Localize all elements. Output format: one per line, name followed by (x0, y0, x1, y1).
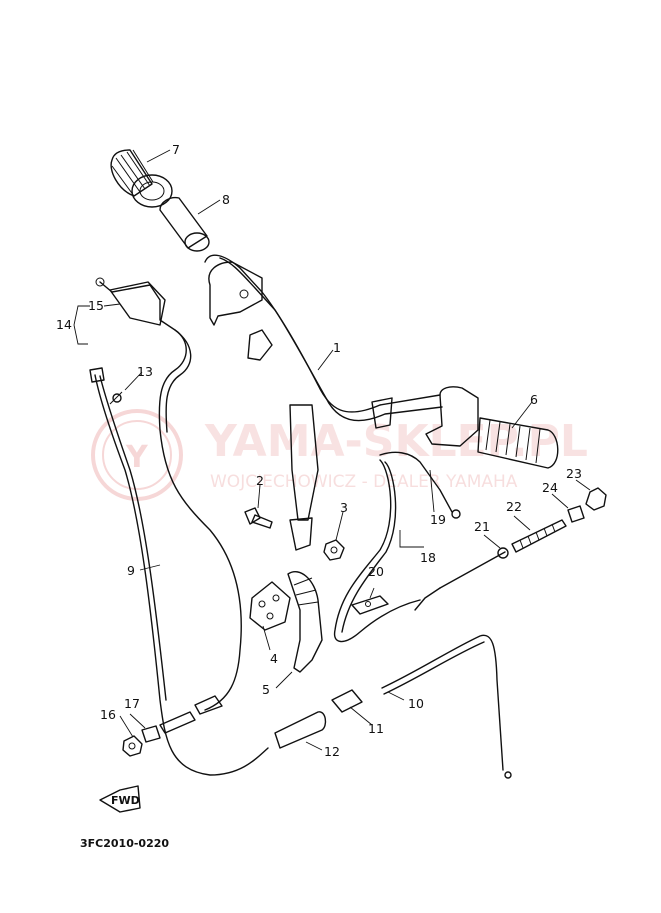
watermark: Y YAMA-SKLEP.PL WOJCIECHOWICZ - DEALER Y… (91, 409, 588, 501)
throttle-assembly-parts (414, 487, 607, 611)
watermark-dealer: WOJCIECHOWICZ - DEALER YAMAHA (210, 472, 518, 492)
callout-8: 8 (222, 192, 230, 207)
lower-cable-parts (274, 634, 512, 779)
right-grip-part (425, 386, 559, 469)
callout-11: 11 (368, 721, 384, 736)
handlebar-part (204, 254, 443, 551)
callout-23: 23 (566, 466, 582, 481)
watermark-brand: YAMA-SKLEP.PL (204, 416, 588, 467)
callout-20: 20 (368, 564, 384, 579)
throttle-cable-part (333, 451, 461, 643)
callout-9: 9 (127, 563, 135, 578)
callout-22: 22 (506, 499, 522, 514)
callout-leaders (73, 149, 591, 751)
callout-16: 16 (100, 707, 116, 722)
callout-5: 5 (262, 682, 270, 697)
bracket-parts (249, 571, 323, 673)
callout-1: 1 (333, 340, 341, 355)
callout-21: 21 (474, 519, 490, 534)
callout-10: 10 (408, 696, 424, 711)
callout-4: 4 (270, 651, 278, 666)
adjuster-nut-parts (122, 725, 161, 757)
callout-7: 7 (172, 142, 180, 157)
callout-17: 17 (124, 696, 140, 711)
callout-24: 24 (542, 480, 558, 495)
callout-15: 15 (88, 298, 104, 313)
throttle-grip-tube-part (159, 196, 210, 252)
forward-direction-tag: FWD (99, 785, 141, 813)
bolt-parts (244, 507, 345, 561)
callout-labels: 1 2 3 4 5 6 7 8 9 10 11 12 13 14 15 16 1… (56, 142, 582, 759)
watermark-logo: Y (125, 440, 149, 475)
callout-13: 13 (137, 364, 153, 379)
left-grip-part (110, 149, 173, 208)
callout-6: 6 (530, 392, 538, 407)
callout-19: 19 (430, 512, 446, 527)
callout-3: 3 (340, 500, 348, 515)
callout-2: 2 (256, 473, 264, 488)
callout-14: 14 (56, 317, 72, 332)
diagram-code: 3FC2010-0220 (80, 837, 169, 850)
callout-18: 18 (420, 550, 436, 565)
callout-12: 12 (324, 744, 340, 759)
forward-tag-label: FWD (111, 794, 140, 807)
brake-cable-part (89, 277, 269, 776)
